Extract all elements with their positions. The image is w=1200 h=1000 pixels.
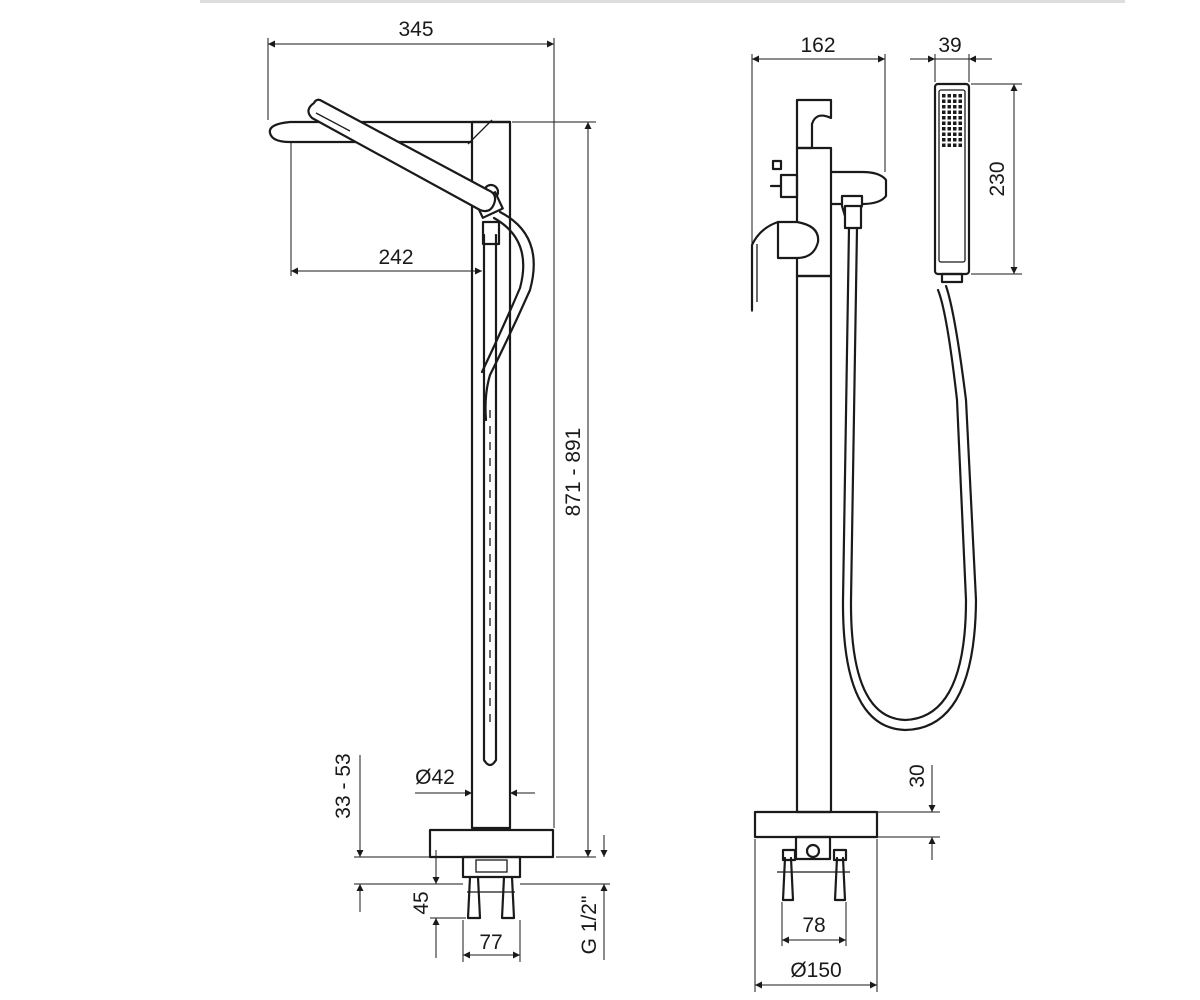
nozzle	[958, 143, 962, 147]
nozzle	[942, 127, 946, 131]
hand-shower-nozzles	[942, 94, 962, 147]
nozzle	[958, 105, 962, 109]
nozzle	[947, 138, 951, 142]
hand-shower-view	[933, 82, 971, 284]
nozzle	[942, 99, 946, 103]
nozzle	[958, 94, 962, 98]
nozzle	[958, 110, 962, 114]
nozzle	[942, 121, 946, 125]
front-column	[795, 274, 833, 814]
nozzle	[953, 127, 957, 131]
nozzle	[953, 110, 957, 114]
hand-shower-dimensions: 39 230	[910, 34, 1022, 275]
nozzle	[942, 116, 946, 120]
nozzle	[958, 99, 962, 103]
nozzle	[947, 127, 951, 131]
nozzle	[953, 105, 957, 109]
side-view-dimensions: 345 242 871 - 891 33 - 53 Ø42 45 77	[267, 18, 610, 962]
side-spout	[268, 120, 512, 144]
nozzle	[958, 132, 962, 136]
nozzle	[958, 121, 962, 125]
front-base	[753, 810, 879, 839]
nozzle	[942, 110, 946, 114]
nozzle	[953, 116, 957, 120]
dim-width-overall: 345	[398, 18, 433, 41]
nozzle	[947, 132, 951, 136]
nozzle	[958, 138, 962, 142]
side-column	[470, 120, 512, 830]
nozzle	[953, 132, 957, 136]
dim-side-connection-spacing: 77	[479, 931, 502, 954]
nozzle	[942, 105, 946, 109]
dim-height-range: 871 - 891	[562, 428, 585, 517]
dim-spout-reach: 242	[378, 246, 413, 269]
nozzle	[953, 143, 957, 147]
dim-base-diameter: Ø150	[790, 959, 841, 982]
nozzle	[942, 132, 946, 136]
side-base	[428, 828, 555, 859]
nozzle	[958, 116, 962, 120]
nozzle	[947, 94, 951, 98]
side-view	[268, 98, 555, 920]
dim-column-diameter: Ø42	[415, 766, 455, 789]
side-connection-block	[461, 855, 522, 879]
nozzle	[947, 110, 951, 114]
nozzle	[958, 127, 962, 131]
nozzle	[953, 94, 957, 98]
dim-front-connection-spacing: 78	[802, 914, 825, 937]
nozzle	[947, 116, 951, 120]
dim-connection-depth: 45	[410, 891, 433, 914]
nozzle	[953, 138, 957, 142]
nozzle	[942, 94, 946, 98]
dim-hand-shower-width: 39	[938, 34, 961, 57]
nozzle	[947, 105, 951, 109]
nozzle	[947, 99, 951, 103]
front-hose-connector	[843, 204, 863, 230]
front-hose	[841, 226, 978, 732]
front-view	[750, 98, 978, 902]
dim-body-width: 162	[800, 34, 835, 57]
dim-hand-shower-length: 230	[986, 161, 1009, 196]
nozzle	[942, 138, 946, 142]
nozzle	[947, 121, 951, 125]
side-hand-shower	[307, 98, 497, 213]
nozzle	[942, 143, 946, 147]
nozzle	[953, 99, 957, 103]
nozzle	[953, 121, 957, 125]
nozzle	[947, 143, 951, 147]
hand-shower-body	[933, 82, 971, 276]
dim-deck-thickness: 33 - 53	[332, 753, 355, 818]
front-spout	[795, 98, 833, 150]
top-divider	[200, 0, 1125, 3]
dim-base-height: 30	[906, 764, 929, 787]
dim-thread: G 1/2"	[578, 896, 601, 955]
front-lever	[776, 220, 820, 260]
front-view-dimensions: 162 30 78 Ø150	[751, 34, 940, 992]
front-body	[795, 146, 833, 278]
